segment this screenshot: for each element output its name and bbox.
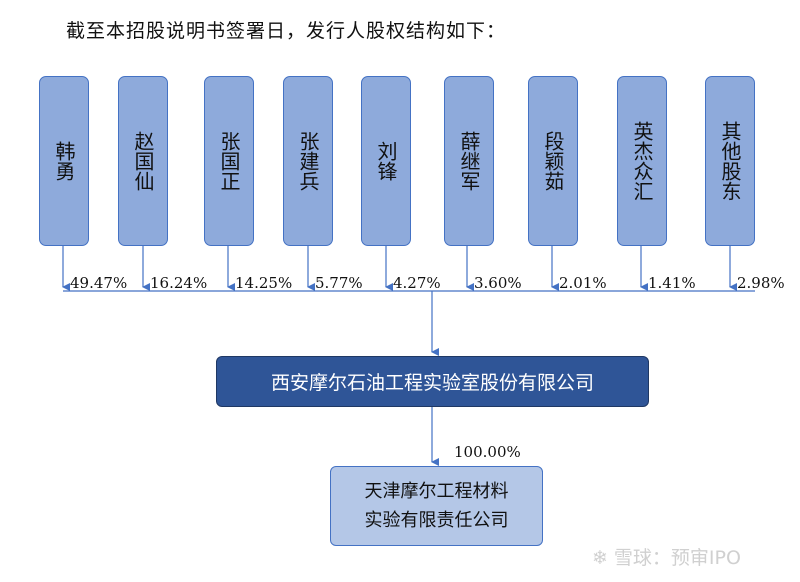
issuer-company-name: 西安摩尔石油工程实验室股份有限公司	[270, 372, 594, 394]
issuer-company-box: 西安摩尔石油工程实验室股份有限公司	[216, 356, 649, 407]
shareholder-percentage: 49.47%	[70, 274, 128, 292]
subsidiary-name-line1: 天津摩尔工程材料	[364, 481, 509, 502]
shareholder-percentage: 5.77%	[315, 274, 363, 292]
watermark-text: 雪球：预审IPO	[613, 547, 741, 569]
shareholder-name: 薛继军	[457, 131, 481, 191]
subsidiary-percentage: 100.00%	[454, 443, 521, 461]
shareholder-box: 张建兵	[283, 76, 333, 246]
shareholder-name: 张建兵	[296, 131, 320, 191]
shareholder-box: 韩勇	[39, 76, 89, 246]
shareholder-percentage: 3.60%	[474, 274, 522, 292]
shareholder-percentage: 1.41%	[648, 274, 696, 292]
shareholder-name: 赵国仙	[131, 131, 155, 191]
subsidiary-name-line2: 实验有限责任公司	[364, 510, 509, 531]
shareholder-box: 薛继军	[444, 76, 494, 246]
shareholder-percentage: 14.25%	[235, 274, 293, 292]
shareholder-box: 赵国仙	[118, 76, 168, 246]
shareholder-box: 其他股东	[705, 76, 755, 246]
shareholder-name: 英杰众汇	[630, 121, 654, 201]
intro-text: 截至本招股说明书签署日，发行人股权结构如下：	[66, 20, 507, 42]
shareholder-box: 刘锋	[361, 76, 411, 246]
snowball-logo-icon: ❄	[592, 547, 608, 569]
shareholder-percentage: 2.01%	[559, 274, 607, 292]
shareholder-percentage: 16.24%	[150, 274, 208, 292]
subsidiary-box: 天津摩尔工程材料 实验有限责任公司	[330, 466, 543, 546]
shareholder-percentage: 4.27%	[393, 274, 441, 292]
shareholder-name: 张国正	[217, 131, 241, 191]
shareholder-box: 段颖茹	[528, 76, 578, 246]
shareholder-name: 其他股东	[718, 121, 742, 201]
shareholder-name: 段颖茹	[541, 131, 565, 191]
shareholder-percentage: 2.98%	[737, 274, 785, 292]
shareholder-box: 张国正	[204, 76, 254, 246]
shareholder-box: 英杰众汇	[617, 76, 667, 246]
shareholder-name: 韩勇	[52, 141, 76, 181]
shareholder-name: 刘锋	[374, 141, 398, 181]
watermark: ❄雪球：预审IPO	[592, 543, 741, 570]
